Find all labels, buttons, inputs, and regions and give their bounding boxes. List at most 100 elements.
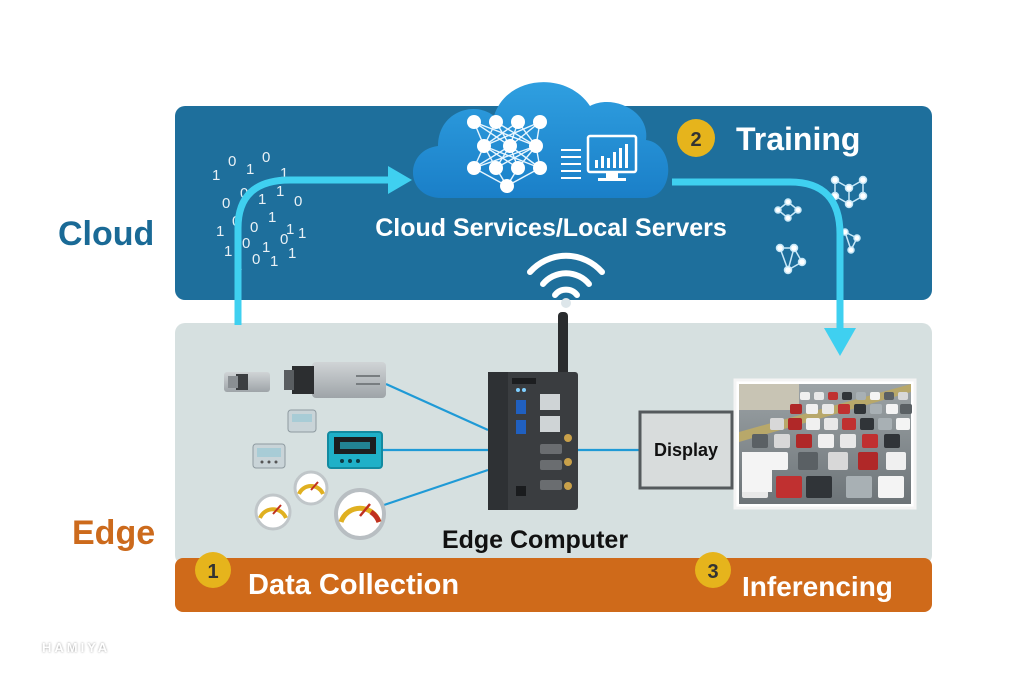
car: [860, 418, 874, 430]
edge-computer-device: [488, 312, 578, 510]
car: [896, 418, 910, 430]
step-number-1: 1: [207, 561, 218, 583]
binary-digit: 1: [276, 183, 284, 200]
car: [846, 476, 872, 498]
nn-node: [489, 115, 503, 129]
display-box: [638, 410, 734, 490]
car: [840, 434, 856, 448]
traffic-image: [733, 378, 917, 510]
binary-digit: 1: [298, 225, 306, 242]
binary-digit: 1: [270, 253, 278, 270]
car: [818, 434, 834, 448]
nn-edge: [473, 145, 511, 169]
car: [806, 418, 820, 430]
cloud-side-label: Cloud: [58, 215, 154, 253]
nn-edge: [473, 145, 537, 169]
cloud-panel: [175, 106, 932, 300]
car: [856, 392, 866, 400]
watermark: HAMIYA: [42, 640, 111, 655]
camera-icon: [224, 372, 270, 392]
nn-node: [529, 139, 543, 153]
edge-bar: [175, 558, 932, 612]
nn-edge: [473, 121, 511, 147]
nn-node: [467, 161, 481, 175]
binary-digit: 1: [246, 161, 254, 178]
nn-node: [533, 115, 547, 129]
car: [884, 392, 894, 400]
binary-digit: 1: [268, 209, 276, 226]
meter-icon: [287, 409, 317, 433]
car: [862, 434, 878, 448]
car: [828, 452, 848, 470]
binary-digit: 0: [280, 231, 288, 248]
nn-node: [467, 115, 481, 129]
binary-digit: 1: [216, 223, 224, 240]
car: [788, 418, 802, 430]
car: [870, 404, 882, 414]
car: [814, 392, 824, 400]
car: [898, 392, 908, 400]
car: [870, 392, 880, 400]
car: [828, 392, 838, 400]
binary-digit: 0: [242, 235, 250, 252]
car: [842, 392, 852, 400]
binary-digit: 1: [212, 167, 220, 184]
car: [824, 418, 838, 430]
binary-digit: 0: [240, 185, 248, 202]
gauge-icon: [334, 488, 386, 540]
binary-digit: 1: [288, 245, 296, 262]
step-label-data-collection: Data Collection: [248, 569, 459, 601]
car: [774, 434, 790, 448]
binary-digit: 0: [222, 195, 230, 212]
gauge-icon: [254, 493, 292, 531]
nn-node: [500, 179, 514, 193]
step-label-training: Training: [736, 121, 860, 157]
car: [790, 404, 802, 414]
nn-edge: [483, 121, 541, 147]
neural-network-icon: [467, 115, 547, 193]
car: [884, 434, 900, 448]
binary-digit: 0: [250, 219, 258, 236]
step-number-3: 3: [707, 561, 718, 583]
step-number-2: 2: [690, 129, 701, 151]
car: [752, 434, 768, 448]
nn-node: [533, 161, 547, 175]
binary-digit: 1: [258, 191, 266, 208]
meter-icon: [252, 443, 286, 469]
edge-computer-label: Edge Computer: [442, 526, 628, 554]
nn-edge: [483, 145, 541, 169]
car: [838, 404, 850, 414]
nn-edge: [473, 121, 537, 147]
nn-edge: [495, 121, 537, 147]
camera-icon: [284, 362, 386, 398]
binary-digit: 1: [280, 165, 288, 182]
arrow-to-edge: [672, 178, 856, 356]
car: [800, 392, 810, 400]
arrow-to-cloud: [234, 166, 412, 325]
nn-edge: [495, 145, 537, 169]
monitor-chart-icon: [561, 134, 638, 181]
step-badge-3: [695, 552, 731, 588]
device-lines: [374, 382, 746, 510]
car: [858, 452, 878, 470]
car: [842, 418, 856, 430]
nn-node: [511, 115, 525, 129]
binary-digit: 0: [262, 149, 270, 166]
car: [798, 452, 818, 470]
car: [822, 404, 834, 414]
binary-digit: 0: [294, 193, 302, 210]
nn-node: [477, 139, 491, 153]
step-label-inferencing: Inferencing: [742, 571, 893, 602]
binary-digit: 1: [262, 239, 270, 256]
car: [770, 418, 784, 430]
edge-side-label: Edge: [72, 514, 155, 552]
binary-digit: 0: [228, 153, 236, 170]
meter-icon: [327, 431, 383, 469]
car: [796, 434, 812, 448]
binary-digit: 1: [286, 221, 294, 238]
cloud-icon: [412, 82, 669, 198]
car: [806, 476, 832, 498]
binary-digit: 0: [252, 251, 260, 268]
